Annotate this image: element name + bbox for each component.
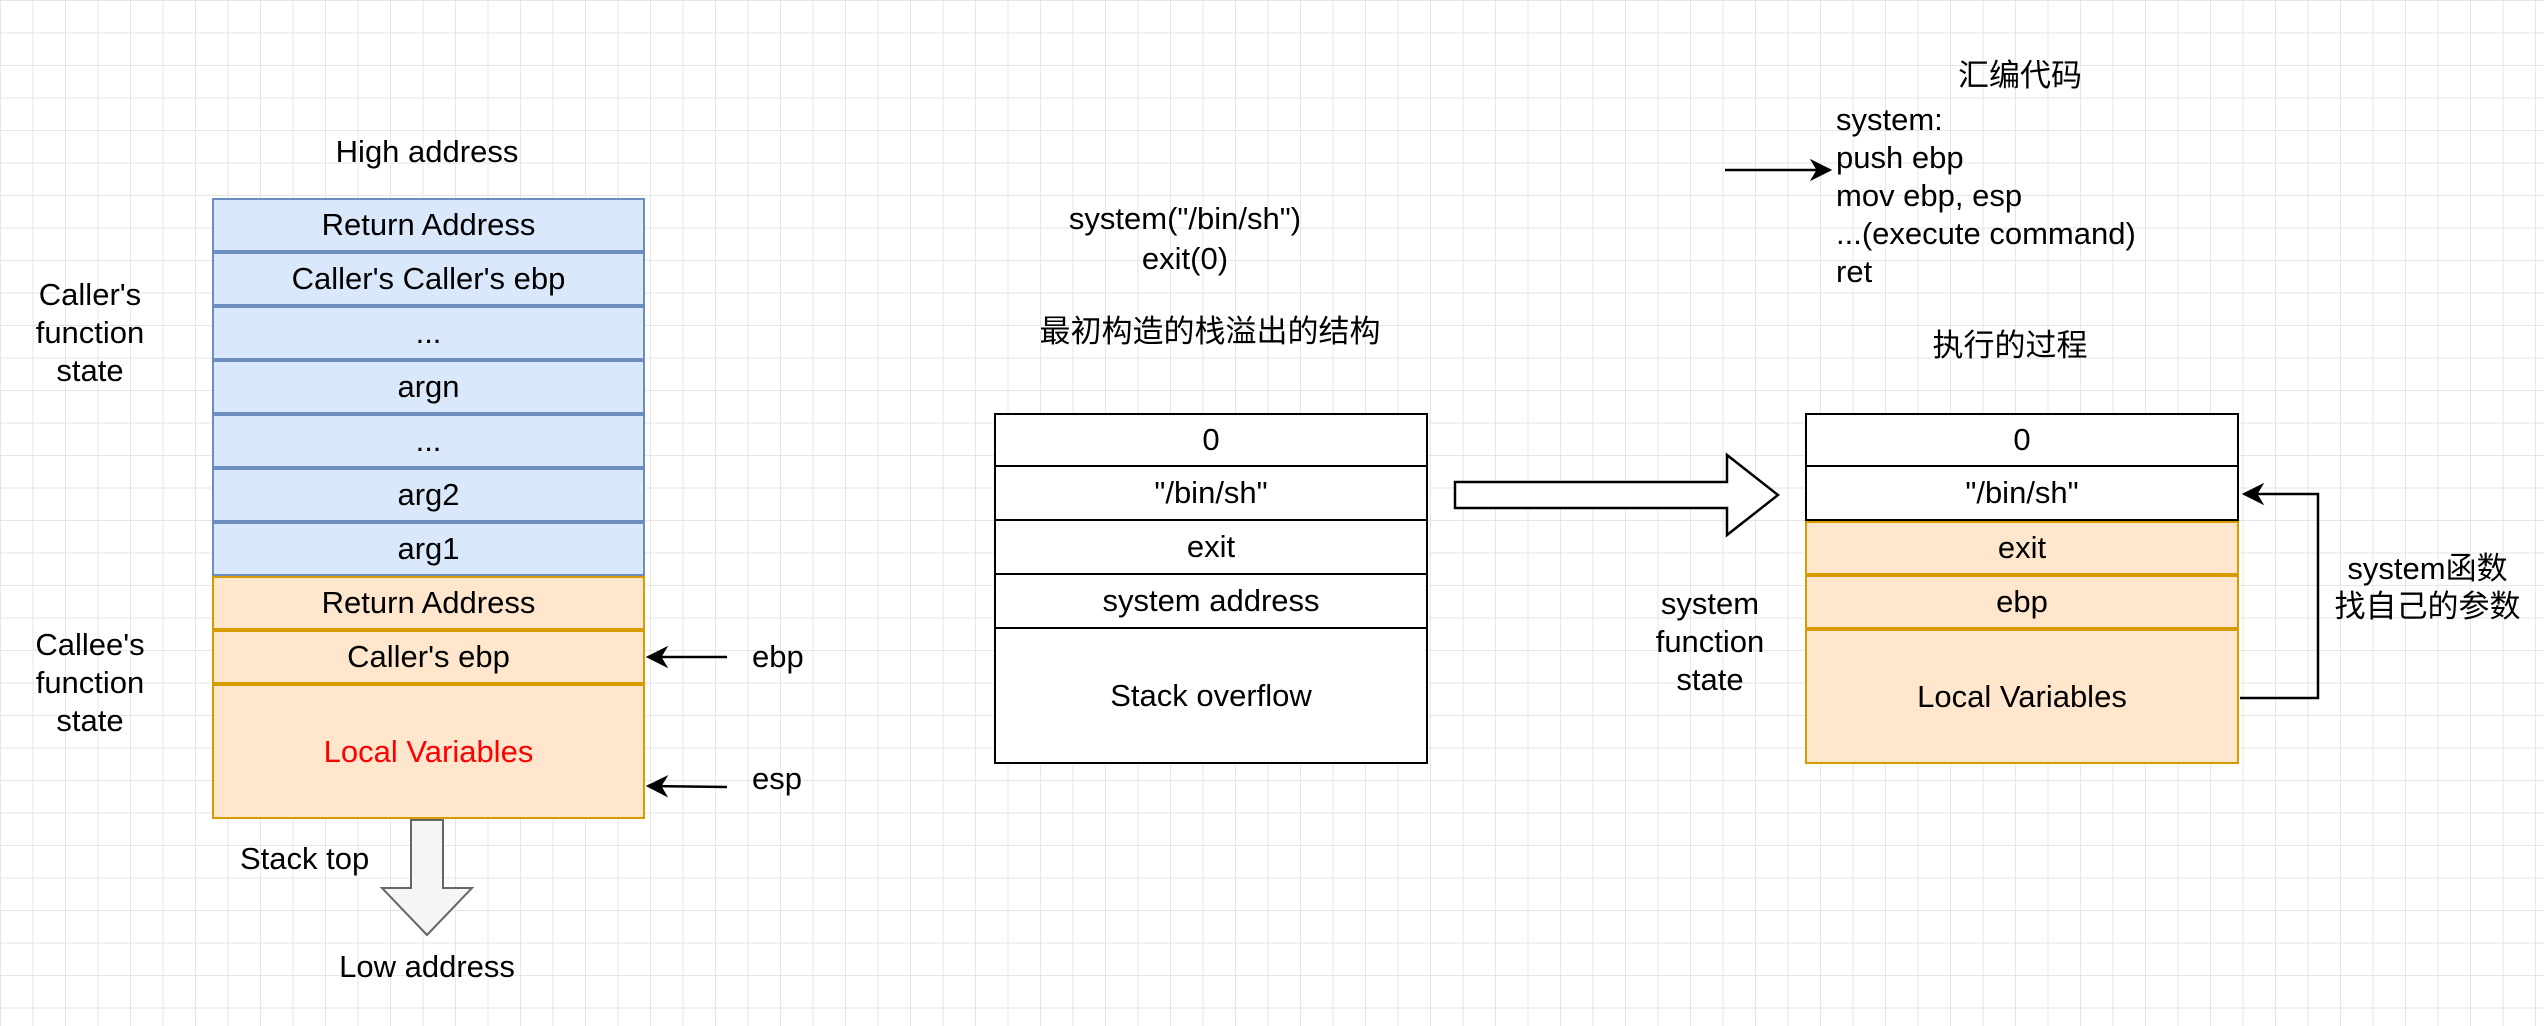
exec-cell-zero: 0 bbox=[1805, 413, 2239, 467]
caller-cell-ellipsis-2: ... bbox=[212, 414, 645, 468]
esp-pointer-arrow bbox=[645, 775, 728, 798]
caller-cell-return-address: Return Address bbox=[212, 198, 645, 252]
callee-cell-local-variables: Local Variables bbox=[212, 684, 645, 819]
system-finds-args-label: system函数 找自己的参数 bbox=[2334, 551, 2521, 624]
system-args-connector bbox=[2240, 482, 2320, 700]
overflow-cell-zero: 0 bbox=[994, 413, 1428, 467]
execution-process-title: 执行的过程 bbox=[1932, 328, 2088, 363]
exec-cell-ebp: ebp bbox=[1805, 575, 2239, 629]
asm-line: ...(execute command) bbox=[1836, 216, 2136, 251]
asm-line: ret bbox=[1836, 254, 1873, 289]
transition-arrow bbox=[1453, 452, 1781, 538]
asm-line: mov ebp, esp bbox=[1836, 178, 2023, 213]
high-address-label: High address bbox=[335, 134, 519, 169]
stack-top-label: Stack top bbox=[240, 841, 370, 876]
caller-cell-arg2: arg2 bbox=[212, 468, 645, 522]
ebp-pointer-label: ebp bbox=[752, 639, 804, 674]
exec-cell-binsh: "/bin/sh" bbox=[1805, 467, 2239, 521]
code-line-system: system("/bin/sh") bbox=[1068, 201, 1302, 236]
asm-line: push ebp bbox=[1836, 140, 1964, 175]
system-function-state-label: system function state bbox=[1655, 586, 1765, 697]
code-line-exit: exit(0) bbox=[1141, 241, 1229, 276]
exec-cell-local-variables: Local Variables bbox=[1805, 629, 2239, 764]
caller-cell-ellipsis-1: ... bbox=[212, 306, 645, 360]
caller-cell-callers-caller-ebp: Caller's Caller's ebp bbox=[212, 252, 645, 306]
caller-function-state-label: Caller's function state bbox=[35, 277, 145, 388]
callee-cell-return-address: Return Address bbox=[212, 576, 645, 630]
initial-overflow-title: 最初构造的栈溢出的结构 bbox=[1039, 314, 1381, 349]
low-address-label: Low address bbox=[339, 949, 515, 984]
caller-cell-argn: argn bbox=[212, 360, 645, 414]
assembly-code-block: system: push ebp mov ebp, esp ...(execut… bbox=[1836, 101, 2136, 291]
esp-pointer-label: esp bbox=[752, 761, 802, 796]
stack-growth-arrow bbox=[379, 819, 475, 937]
overflow-cell-stack-overflow: Stack overflow bbox=[994, 629, 1428, 764]
overflow-cell-exit: exit bbox=[994, 521, 1428, 575]
caller-cell-arg1: arg1 bbox=[212, 522, 645, 576]
overflow-cell-binsh: "/bin/sh" bbox=[994, 467, 1428, 521]
callee-cell-callers-ebp: Caller's ebp bbox=[212, 630, 645, 684]
overflow-cell-system-address: system address bbox=[994, 575, 1428, 629]
asm-line: system: bbox=[1836, 102, 1943, 137]
callee-function-state-label: Callee's function state bbox=[35, 627, 145, 738]
exec-cell-exit: exit bbox=[1805, 521, 2239, 575]
assembly-code-title: 汇编代码 bbox=[1958, 58, 2082, 93]
